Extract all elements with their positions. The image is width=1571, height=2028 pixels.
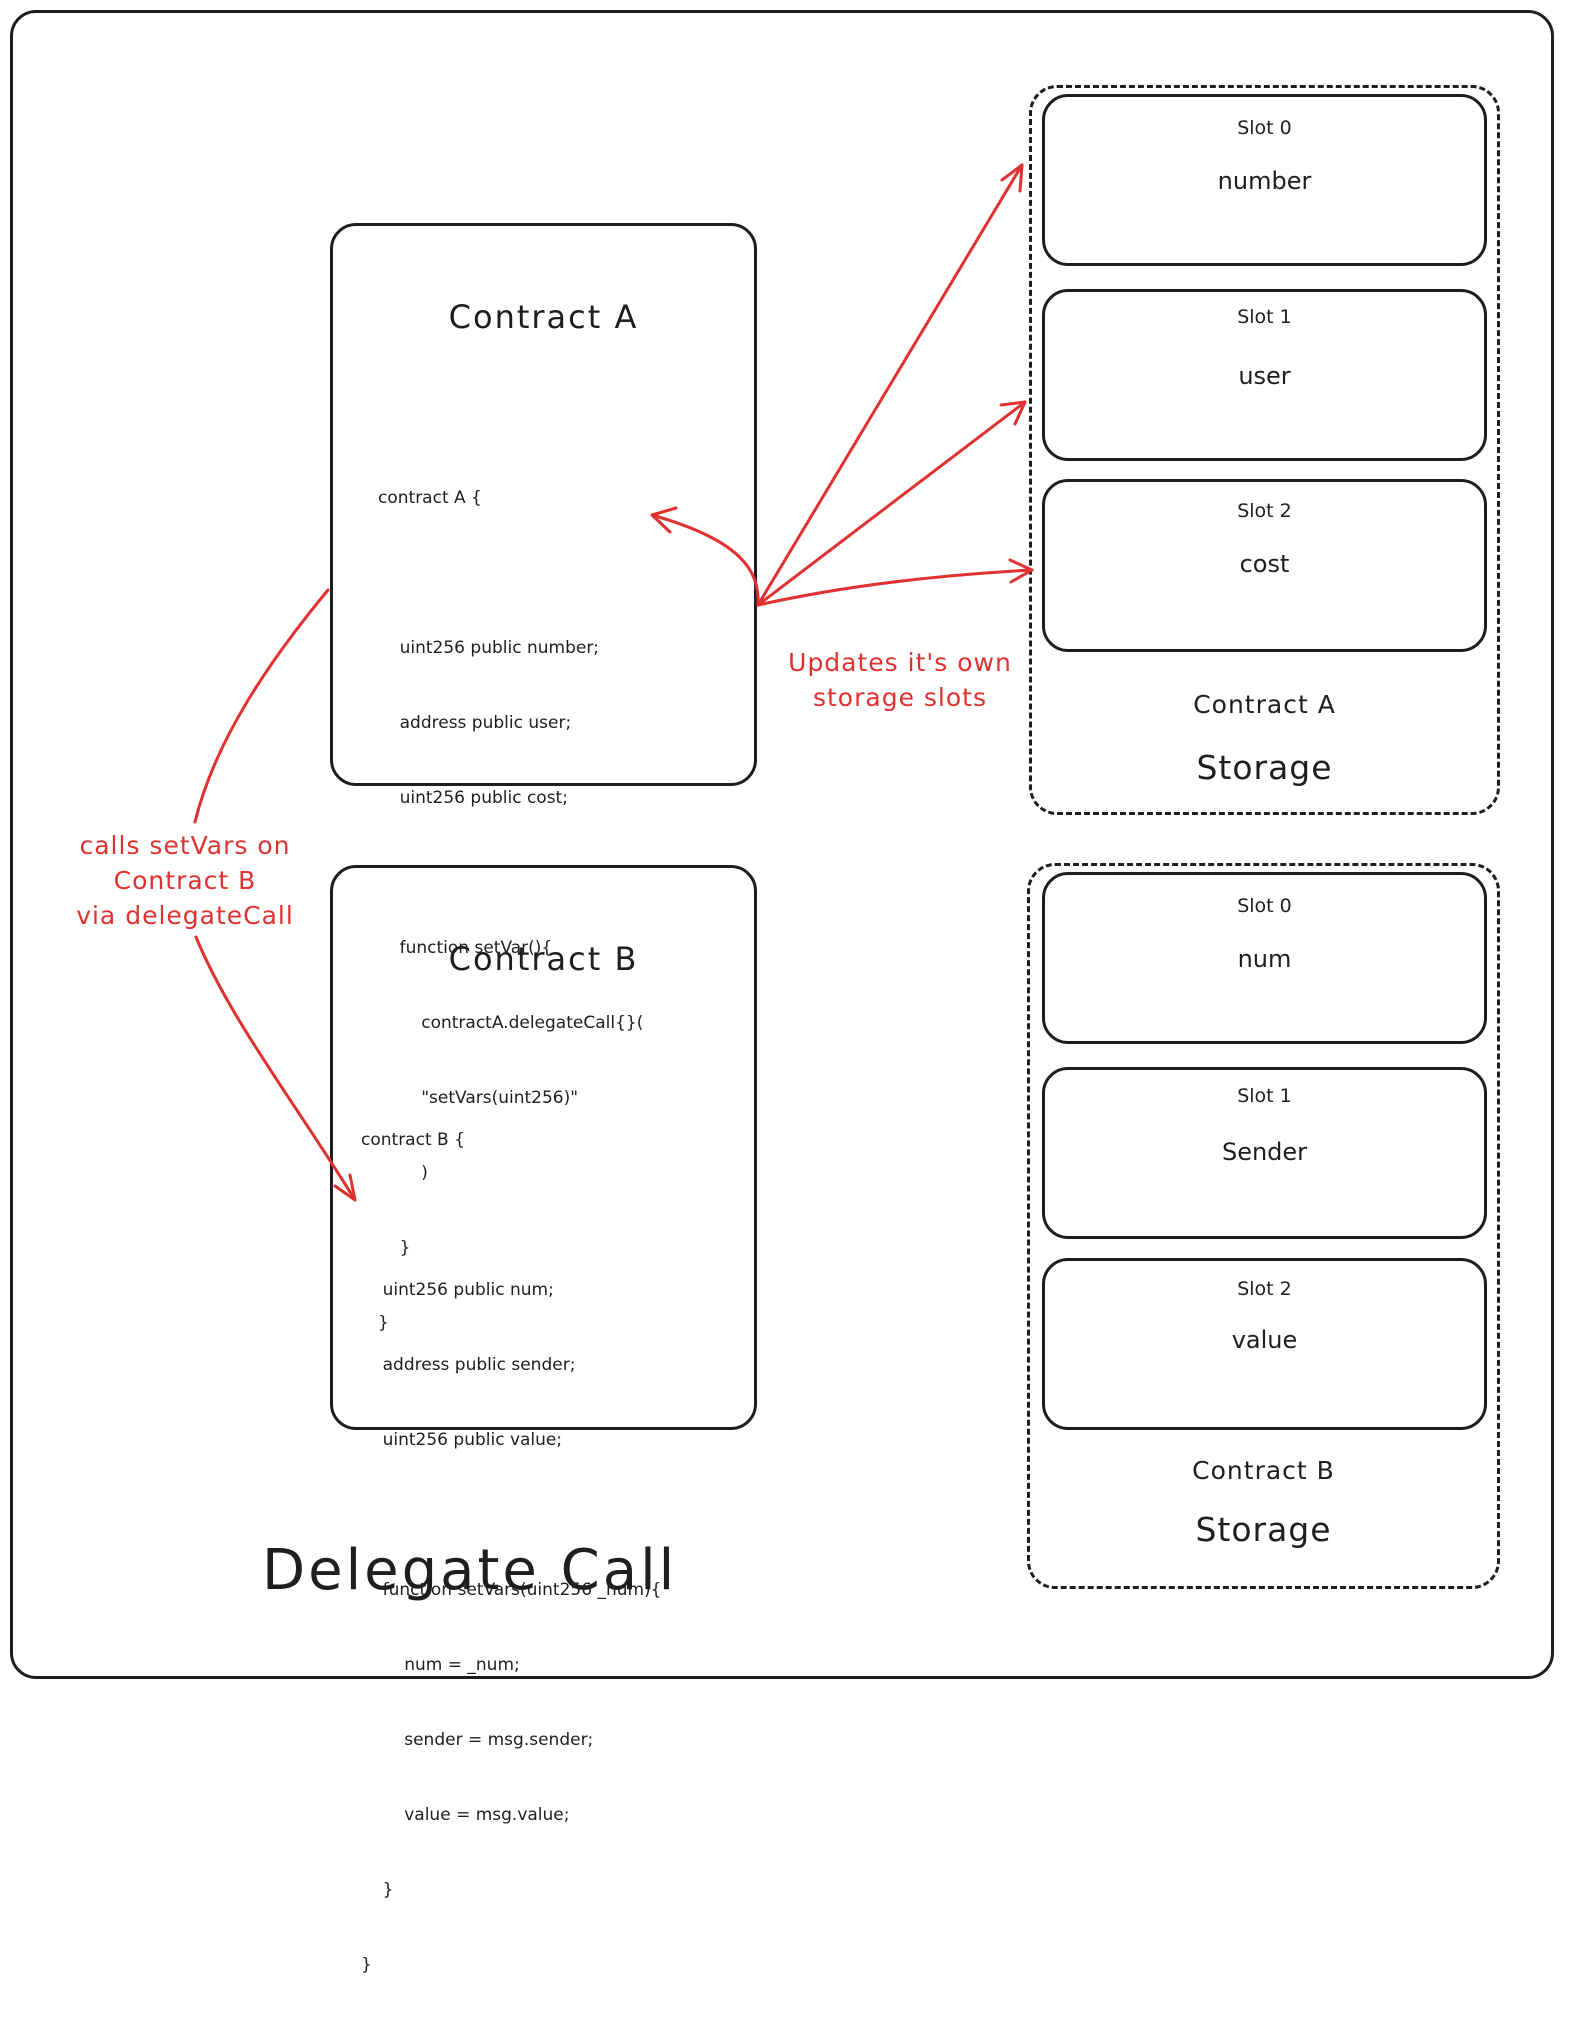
delegate-call-note: calls setVars on Contract B via delegate… [50, 828, 320, 933]
code-line: contract B { [361, 1130, 465, 1150]
code-line: } [378, 1313, 389, 1333]
code-line: } [361, 1880, 394, 1900]
code-line: } [378, 1238, 411, 1258]
slot-label: Slot 1 [1237, 1085, 1292, 1107]
diagram-title: Delegate Call [262, 1538, 678, 1603]
storage-update-note: Updates it's own storage slots [770, 645, 1030, 715]
storage-b-label: Storage [1195, 1510, 1332, 1549]
note-line: calls setVars on [79, 831, 291, 860]
code-line [378, 561, 643, 586]
note-line: via delegateCall [76, 901, 294, 930]
slot-variable: value [1231, 1326, 1298, 1354]
contract-a-box: Contract A contract A { uint256 public n… [330, 223, 757, 1333]
code-line: function setVars(uint256 _num){ [361, 1580, 662, 1600]
code-line: uint256 public number; [378, 638, 600, 658]
storage-a-container [1029, 85, 1500, 815]
slot-label: Slot 1 [1237, 306, 1292, 328]
slot-label: Slot 0 [1237, 895, 1292, 917]
code-line: function setVar(){ [378, 938, 553, 958]
slot-variable: number [1217, 167, 1312, 195]
storage-a-slot-2: Slot 2 cost [1042, 479, 1487, 652]
storage-b-slot-0: Slot 0 num [1042, 872, 1487, 1044]
slot-variable: num [1237, 945, 1292, 973]
slot-variable: user [1238, 362, 1291, 390]
storage-a-name: Contract A [1193, 690, 1336, 719]
contract-b-title: Contract B [448, 940, 639, 978]
storage-b-container [1027, 863, 1500, 1589]
storage-a-slot-0: Slot 0 number [1042, 94, 1487, 266]
code-line: uint256 public num; [361, 1280, 554, 1300]
code-line: value = msg.value; [361, 1805, 570, 1825]
contract-b-box: Contract B contract B { uint256 public n… [330, 865, 757, 1975]
note-line: Contract B [113, 866, 257, 895]
code-line: address public sender; [361, 1355, 576, 1375]
code-line: sender = msg.sender; [361, 1730, 594, 1750]
code-line: "setVars(uint256)" [378, 1088, 579, 1108]
diagram-frame [10, 10, 1554, 1679]
code-line [361, 1203, 662, 1228]
code-line: num = _num; [361, 1655, 520, 1675]
slot-label: Slot 2 [1237, 500, 1292, 522]
storage-a-slot-1: Slot 1 user [1042, 289, 1487, 461]
code-line [361, 1503, 662, 1528]
note-line: storage slots [812, 683, 987, 712]
code-line: address public user; [378, 713, 572, 733]
code-line: contract A { [378, 488, 482, 508]
storage-b-slot-2: Slot 2 value [1042, 1258, 1487, 1430]
storage-b-name: Contract B [1192, 1456, 1335, 1485]
contract-a-title: Contract A [448, 298, 639, 336]
slot-label: Slot 2 [1237, 1278, 1292, 1300]
note-line: Updates it's own [788, 648, 1012, 677]
code-line: contractA.delegateCall{}( [378, 1013, 644, 1033]
slot-label: Slot 0 [1237, 117, 1292, 139]
code-line: ) [378, 1163, 428, 1183]
slot-variable: Sender [1221, 1138, 1308, 1166]
contract-a-code: contract A { uint256 public number; addr… [378, 436, 643, 1386]
code-line: } [361, 1955, 372, 1975]
slot-variable: cost [1239, 550, 1290, 578]
storage-a-label: Storage [1196, 748, 1333, 787]
storage-b-slot-1: Slot 1 Sender [1042, 1067, 1487, 1239]
code-line: uint256 public value; [361, 1430, 563, 1450]
code-line: uint256 public cost; [378, 788, 568, 808]
